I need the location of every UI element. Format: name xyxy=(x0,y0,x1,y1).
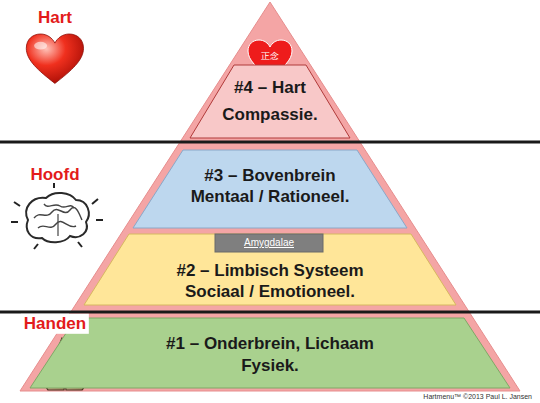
band-shape xyxy=(30,318,510,388)
brain-icon xyxy=(11,183,103,249)
band-subtitle: Compassie. xyxy=(222,105,317,125)
section-label: Hoofd xyxy=(30,165,79,185)
section-label: Hart xyxy=(38,8,72,28)
copyright-note: Hartmenu™ ©2013 Paul L. Jansen xyxy=(423,393,532,401)
node-shape xyxy=(190,65,350,138)
band-shape xyxy=(190,65,350,138)
pyramid-band: #3 – BovenbreinMentaal / Rationeel. xyxy=(133,150,407,228)
node-text: Amygdalae xyxy=(244,237,294,249)
pyramid-band: Amygdalae #2 – Limbisch SysteemSociaal / … xyxy=(84,234,456,305)
amygdala-box: Amygdalae xyxy=(215,234,323,252)
band-shape xyxy=(133,150,407,228)
pyramid-band: #4 – HartCompassie. xyxy=(190,65,350,138)
band-subtitle: Sociaal / Emotioneel. xyxy=(185,282,355,302)
band-heading: #2 – Limbisch Systeem xyxy=(176,261,363,281)
divider-line xyxy=(0,141,540,144)
band-subtitle: Fysiek. xyxy=(241,356,299,376)
band-shape xyxy=(84,234,456,305)
band-subtitle: Mentaal / Rationeel. xyxy=(191,187,350,207)
node-text: 正念 xyxy=(261,51,279,62)
band-heading: #1 – Onderbrein, Lichaam xyxy=(166,334,374,354)
box-shape xyxy=(215,234,323,252)
pyramid-band: #1 – Onderbrein, LichaamFysiek. xyxy=(30,318,510,388)
section-label: Handen xyxy=(21,314,89,334)
band-heading: #3 – Bovenbrein xyxy=(204,166,335,186)
pyramid-outline xyxy=(20,2,520,391)
node-shape xyxy=(30,318,510,388)
band-heading: #4 – Hart xyxy=(234,78,306,98)
heart-icon xyxy=(26,34,83,83)
